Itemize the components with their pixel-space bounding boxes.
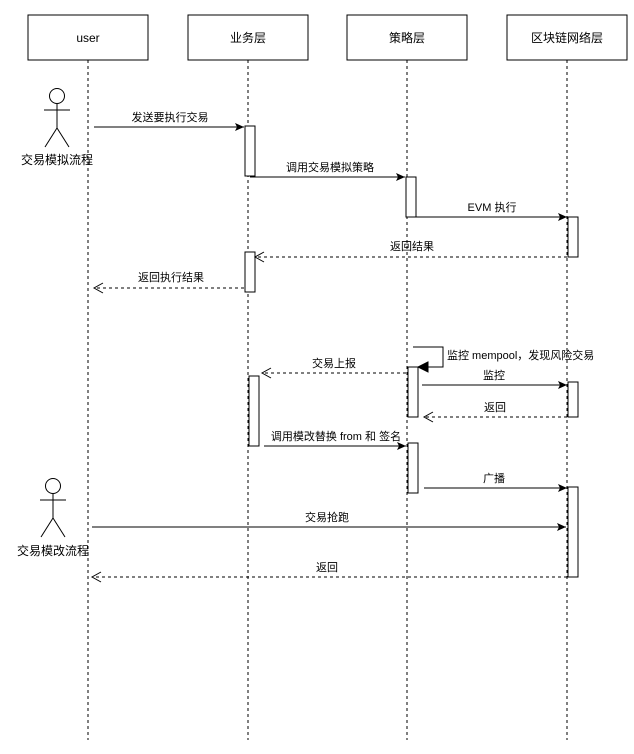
actor-figure-2: [40, 478, 66, 538]
activation-strategy-3: [407, 442, 419, 494]
message-label-4: 返回结果: [390, 240, 434, 253]
message-arrowhead-7: [260, 367, 272, 379]
activation-biz-2: [244, 251, 256, 293]
participant-chain: 区块链网络层: [506, 14, 628, 61]
participant-strategy: 策略层: [346, 14, 468, 61]
message-label-6: 监控 mempool，发现风险交易: [447, 348, 594, 362]
message-arrowhead-6: [416, 361, 429, 373]
activation-biz-3: [248, 375, 260, 447]
actor-label-2: 交易模改流程: [17, 543, 89, 558]
activation-chain-3: [567, 486, 579, 578]
message-label-10: 调用模改替换 from 和 签名: [271, 429, 401, 443]
message-label-2: 调用交易模拟策略: [286, 160, 374, 174]
message-arrowhead-9: [422, 411, 434, 423]
activation-chain-1: [567, 216, 579, 258]
activation-biz-1: [244, 125, 256, 177]
message-arrowhead-13: [90, 571, 102, 583]
activation-strategy-1: [405, 176, 417, 218]
message-label-8: 监控: [483, 368, 505, 382]
actor-label-1: 交易模拟流程: [21, 152, 93, 167]
participant-user: user: [27, 14, 149, 61]
activation-strategy-2: [407, 366, 419, 418]
participant-biz-label: 业务层: [230, 30, 266, 45]
participant-strategy-label: 策略层: [389, 30, 425, 45]
message-label-1: 发送要执行交易: [132, 110, 209, 124]
activation-chain-2: [567, 381, 579, 418]
message-label-9: 返回: [484, 401, 506, 414]
participant-biz: 业务层: [187, 14, 309, 61]
message-label-11: 广播: [483, 471, 505, 485]
message-label-7: 交易上报: [312, 356, 356, 370]
participant-user-label: user: [76, 31, 99, 45]
message-arrowhead-5: [92, 282, 104, 294]
actor-figure-1: [44, 88, 70, 148]
message-arrow-6: [413, 346, 444, 368]
message-label-13: 返回: [316, 561, 338, 574]
participant-chain-label: 区块链网络层: [531, 30, 603, 45]
message-label-5: 返回执行结果: [138, 270, 204, 284]
message-label-3: EVM 执行: [468, 200, 517, 214]
message-arrowhead-4: [253, 251, 265, 263]
message-label-12: 交易抢跑: [305, 510, 349, 524]
